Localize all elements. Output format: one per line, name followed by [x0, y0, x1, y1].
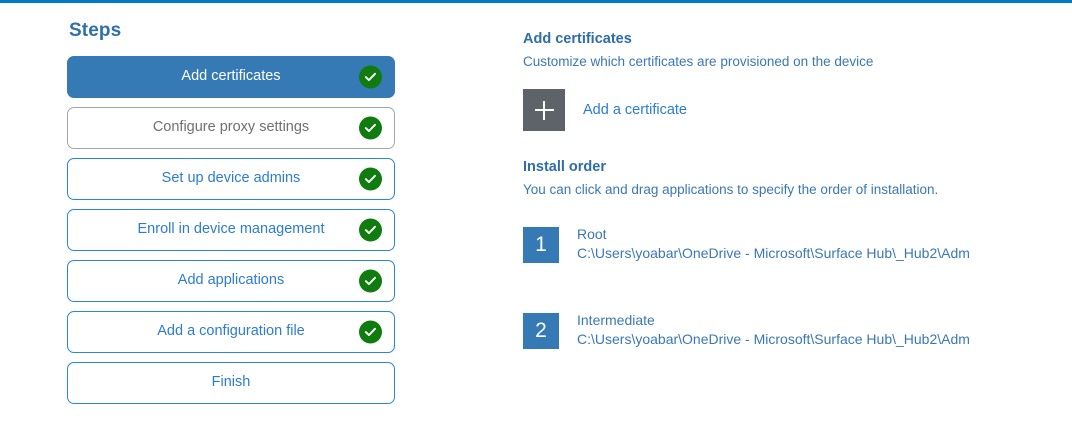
check-circle-icon [359, 65, 382, 89]
steps-title: Steps [69, 20, 122, 41]
step-item-add-applications[interactable]: Add applications [67, 260, 395, 302]
step-item-enroll-in-device-management[interactable]: Enroll in device management [67, 209, 395, 251]
check-circle-icon [359, 218, 382, 242]
step-item-label: Finish [211, 374, 251, 391]
check-circle-icon [359, 269, 382, 293]
install-order-heading: Install order [523, 159, 606, 176]
detail-panel: Add certificates Customize which certifi… [523, 30, 1043, 397]
install-order-item-name: Root [577, 226, 607, 243]
step-item-add-a-configuration-file[interactable]: Add a configuration file [67, 311, 395, 353]
install-order-number-badge: 2 [523, 313, 559, 350]
add-certificates-heading: Add certificates [523, 31, 632, 47]
install-order-item-path: C:\Users\yoabar\OneDrive - Microsoft\Sur… [577, 245, 970, 262]
step-item-configure-proxy-settings[interactable]: Configure proxy settings [67, 107, 395, 149]
step-item-label: Add certificates [181, 68, 281, 85]
check-circle-icon [359, 320, 382, 344]
step-item-label: Add a configuration file [157, 323, 305, 340]
check-circle-icon [359, 116, 382, 140]
install-order-section: Install order You can click and drag app… [523, 158, 1043, 350]
add-certificates-section: Add certificates Customize which certifi… [523, 30, 1043, 132]
check-circle-icon [359, 167, 382, 191]
step-item-add-certificates[interactable]: Add certificates [67, 56, 395, 98]
step-item-label: Add applications [177, 272, 285, 289]
add-certificates-subtitle: Customize which certificates are provisi… [523, 53, 874, 69]
top-accent-rule [0, 0, 1072, 3]
step-item-label: Configure proxy settings [152, 119, 310, 136]
step-item-finish[interactable]: Finish [67, 362, 395, 404]
install-order-number-badge: 1 [523, 227, 559, 264]
install-order-item-name: Intermediate [577, 312, 655, 329]
add-a-certificate-label: Add a certificate [583, 102, 687, 119]
step-item-label: Enroll in device management [137, 221, 325, 238]
step-item-label: Set up device admins [161, 170, 301, 187]
plus-icon[interactable] [523, 89, 565, 132]
install-order-item-path: C:\Users\yoabar\OneDrive - Microsoft\Sur… [577, 331, 970, 348]
step-item-set-up-device-admins[interactable]: Set up device admins [67, 158, 395, 200]
install-order-subtitle: You can click and drag applications to s… [523, 181, 939, 197]
add-a-certificate-button[interactable]: Add a certificate [523, 89, 687, 132]
